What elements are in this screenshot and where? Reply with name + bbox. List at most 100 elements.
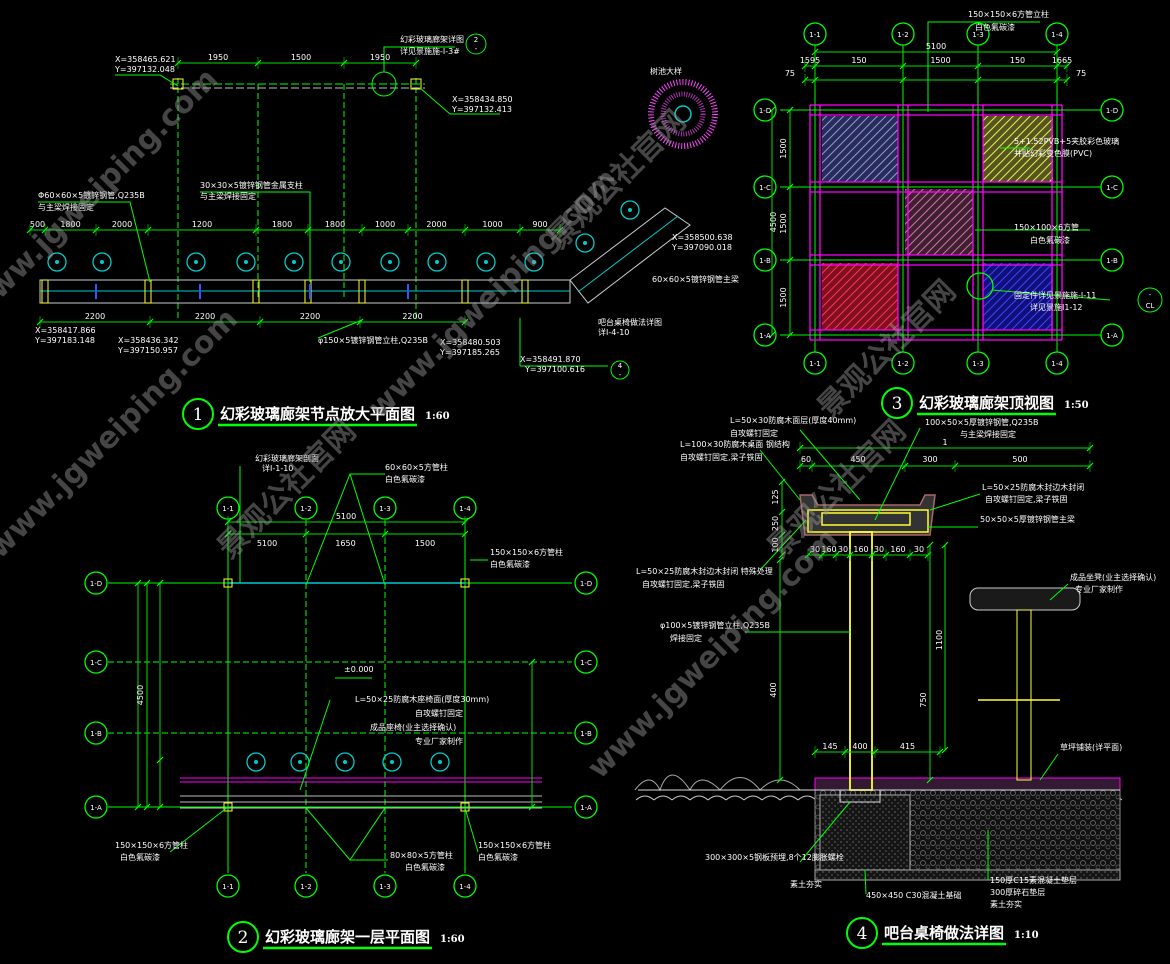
dimension-value: 2200 <box>402 312 422 321</box>
glass-panel-blue <box>822 116 898 182</box>
grass-symbol <box>634 774 801 792</box>
dim: 4500 <box>769 212 778 232</box>
axis-label: 1-3 <box>379 505 390 513</box>
axis-label: 1-3 <box>379 883 390 891</box>
dimension-value: 5100 <box>257 539 277 548</box>
dim-tick <box>768 331 776 339</box>
drawing-title: 幻彩玻璃廊架节点放大平面图 <box>220 405 415 423</box>
column-post <box>172 78 184 90</box>
note-text: 幻彩玻璃廊架剖面 <box>255 453 319 463</box>
dimension-value: 1500 <box>779 138 788 158</box>
note-text: 白色氟碳漆 <box>975 22 1015 32</box>
dimension-value: 1500 <box>779 213 788 233</box>
axis-label: 1-A <box>580 804 592 812</box>
note-text: Y=397132.413 <box>451 105 512 114</box>
elevation-mark: ±0.000 <box>344 665 374 674</box>
dimension-value: 1950 <box>370 53 390 62</box>
axis-label: 1-1 <box>809 31 820 39</box>
dimension-value: 30 <box>874 545 884 554</box>
leader-line <box>383 46 455 72</box>
dimension-value: 1595 <box>800 56 820 65</box>
detail-ref-circle <box>1137 287 1163 313</box>
axis-label: 1-1 <box>222 883 233 891</box>
note-text: 白色氟碳漆 <box>490 559 530 569</box>
axis-label: 1-4 <box>459 505 471 513</box>
dim-tick <box>143 803 151 811</box>
light-fixture-center <box>100 260 104 264</box>
note-text: 白色氟碳漆 <box>120 852 160 862</box>
dim: 300 <box>922 455 937 464</box>
column-post <box>410 78 422 90</box>
light-fixture-icon <box>476 252 496 272</box>
watermark-text: www.jgweiping.com <box>0 62 225 326</box>
dimension-value: 145 <box>822 742 837 751</box>
dimension-value: 1500 <box>291 53 311 62</box>
stool-seat <box>969 587 1081 611</box>
dim: 500 <box>1012 455 1027 464</box>
axis-label: 1-1 <box>222 505 233 513</box>
dim-tick <box>776 556 784 564</box>
dim-tick <box>786 183 794 191</box>
soil-symbol <box>707 795 727 801</box>
dim-tick <box>156 803 164 811</box>
drawing-number-circle <box>182 398 214 430</box>
leader-line <box>169 806 229 853</box>
light-fixture-center <box>628 208 632 212</box>
dimension-value: 1800 <box>325 220 345 229</box>
note-text: L=50×25防腐木封边木封闭 <box>982 482 1084 492</box>
soil-symbol <box>725 795 745 801</box>
axis-label: 1-A <box>90 804 102 812</box>
note-text: Y=397183.148 <box>34 336 95 345</box>
soil-symbol <box>761 795 781 801</box>
ref: 4 <box>618 362 623 370</box>
axis-label: 1-4 <box>1051 360 1063 368</box>
soil-symbol <box>797 795 817 801</box>
light-fixture-center <box>194 260 198 264</box>
glass-line <box>577 215 679 293</box>
light-fixture-icon <box>430 752 450 772</box>
detail-label: 树池大样 <box>650 66 682 76</box>
axis-label: 1-2 <box>300 505 311 513</box>
axis-bubble <box>574 571 598 595</box>
dim: 750 <box>919 692 928 707</box>
note-text: 300厚碎石垫层 <box>990 887 1045 897</box>
axis-bubble <box>294 496 318 520</box>
axis-label: 1-C <box>759 184 771 192</box>
column-post <box>460 578 470 588</box>
axis-label: 1-2 <box>300 883 311 891</box>
axis-bubble <box>753 248 777 272</box>
watermark-text: www.jgweiping.com <box>581 522 845 786</box>
watermark-text: 景观公社官网 <box>541 104 693 256</box>
note-text: 300×300×5钢板预埋,8个12膨胀螺栓 <box>705 852 844 862</box>
column-post <box>223 802 233 812</box>
light-fixture-icon <box>246 752 266 772</box>
axis-bubble <box>574 650 598 674</box>
note-text: 5+1.52PVB+5夹胶彩色玻璃 <box>1014 136 1119 146</box>
axis-bubble <box>84 650 108 674</box>
drawing-title: 吧台桌椅做法详图 <box>884 924 1004 942</box>
post <box>144 279 152 304</box>
base-plate <box>839 789 881 803</box>
leader-line <box>799 801 851 863</box>
dim-tick <box>134 803 142 811</box>
dimension-value: 30 <box>810 545 820 554</box>
note-text: L=100×30防腐木桌面 钢结构 <box>680 439 790 449</box>
dimension-value: 2200 <box>300 312 320 321</box>
drawing-scale: 1:60 <box>425 411 450 422</box>
note-text: 白色氟碳漆 <box>385 474 425 484</box>
note-text: L=50×30防腐木面层(厚度40mm) <box>730 415 856 425</box>
column-post <box>460 802 470 812</box>
axis-bubble <box>1100 248 1124 272</box>
axis-bubble <box>803 351 827 375</box>
dim-tick <box>778 531 786 539</box>
note-text: 白色氟碳漆 <box>1030 235 1070 245</box>
axis-bubble <box>891 351 915 375</box>
soil-symbol <box>653 795 673 801</box>
dim-tick <box>926 776 934 784</box>
note-text: X=358434.850 <box>452 95 513 104</box>
dimension-value: 30 <box>914 545 924 554</box>
dim-tick <box>926 541 934 549</box>
dimension-value: 1800 <box>60 220 80 229</box>
post <box>461 279 469 304</box>
leader-line <box>419 87 500 115</box>
